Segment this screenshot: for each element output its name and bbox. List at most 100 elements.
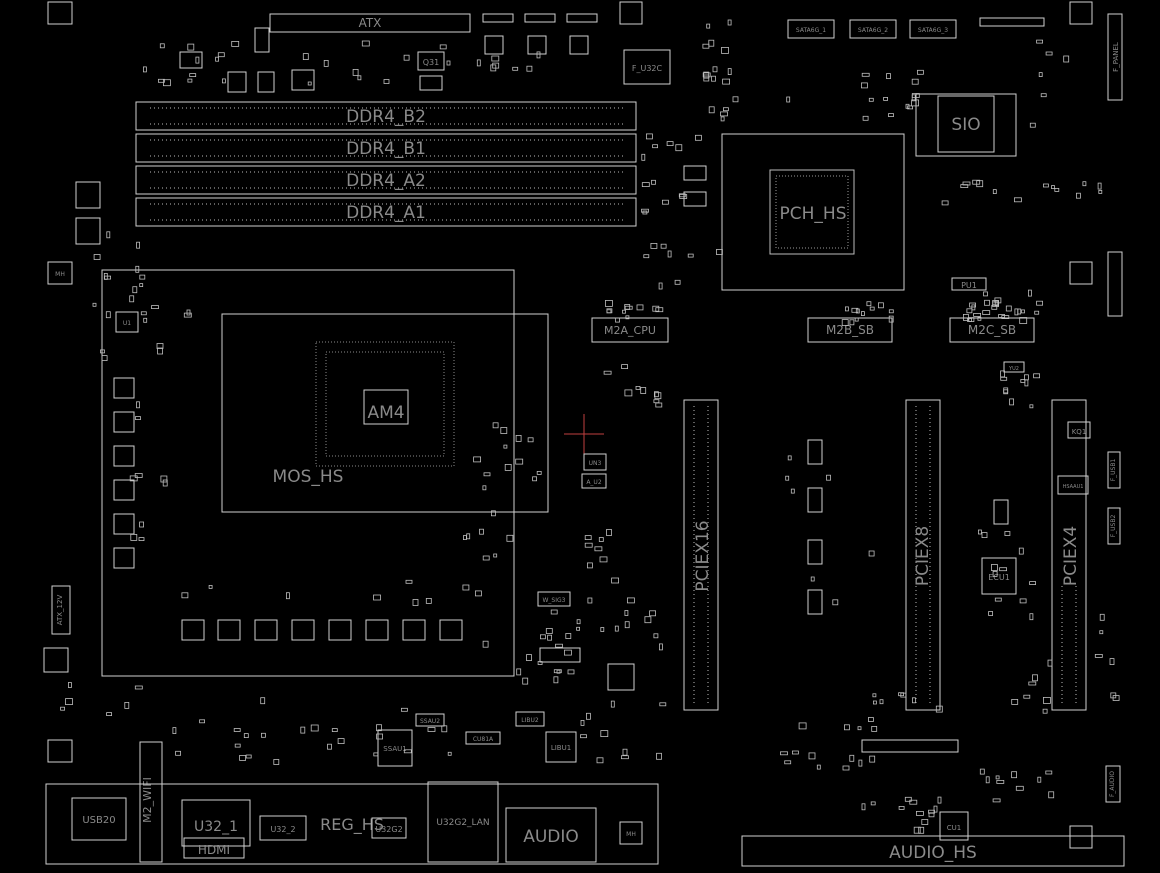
smd-pad: [504, 463, 512, 471]
u1-label: U1: [123, 320, 131, 327]
smd-pad: [383, 79, 390, 84]
smd-pad: [679, 194, 688, 199]
smd-pad: [157, 78, 165, 83]
smd-pad: [879, 699, 884, 705]
smd-pad: [935, 705, 943, 713]
smd-pad: [979, 768, 985, 775]
smd-pad: [1018, 547, 1024, 555]
smd-pad: [1097, 182, 1102, 190]
smd-pad: [1024, 374, 1029, 381]
smd-pad: [584, 535, 592, 540]
smd-pad: [652, 144, 658, 149]
mos-heatsink: MOS_HS: [101, 269, 515, 677]
pu1: PU1 YU2: [951, 277, 1025, 373]
smd-pad: [625, 315, 630, 320]
hsaau1-label: HSAAU1: [1063, 484, 1084, 490]
smd-pad: [136, 401, 140, 409]
smd-pad: [1109, 658, 1115, 665]
smd-pad: [142, 66, 147, 73]
u32-1-label: U32_1: [194, 819, 238, 835]
smd-pad: [503, 444, 508, 449]
smd-pad: [476, 59, 481, 67]
smd-pad: [643, 254, 650, 259]
smd-pad: [911, 78, 919, 85]
smd-pad: [300, 726, 306, 734]
m2c-sb: M2C_SB: [949, 317, 1035, 343]
cu1-label: CU1: [947, 824, 961, 832]
un3-label: UN3: [589, 460, 602, 467]
ddr4-slot-b2: DDR4_B2: [135, 101, 637, 131]
smd-pad: [994, 300, 999, 307]
smd-pad: [658, 282, 663, 290]
smd-pad: [854, 317, 859, 322]
smd-pad: [545, 628, 553, 634]
smd-pad: [273, 759, 280, 765]
chipset-inductors: [807, 439, 823, 615]
smd-pad: [1011, 771, 1017, 779]
smd-pad: [357, 75, 362, 81]
smd-pad: [992, 189, 997, 195]
smd-pad: [580, 734, 587, 739]
un3-chip: UN3 A_U2: [581, 453, 607, 489]
smd-pad: [849, 319, 855, 326]
smd-pad: [138, 537, 145, 541]
smd-pad: [135, 416, 141, 421]
smd-pad: [536, 470, 542, 475]
reg-hs-label: REG_HS: [320, 815, 384, 835]
smd-pad: [1098, 189, 1103, 194]
smd-pad: [826, 474, 831, 481]
smd-pad: [160, 475, 168, 483]
smd-pad: [1099, 613, 1105, 621]
smd-pad: [798, 722, 807, 730]
smd-pad: [243, 733, 249, 738]
smd-pad: [285, 592, 290, 600]
smd-pad: [500, 427, 508, 434]
smd-pad: [978, 529, 982, 535]
smd-pad: [576, 626, 580, 631]
smd-pad: [532, 476, 537, 482]
audio-hs-label: AUDIO_HS: [889, 843, 977, 863]
smd-pad: [352, 69, 359, 76]
smd-pad: [516, 668, 522, 676]
smd-pad: [790, 488, 795, 494]
pu1-label: PU1: [961, 281, 977, 290]
smd-pad: [706, 23, 711, 29]
smd-pad: [103, 272, 108, 280]
smd-pad: [937, 796, 942, 804]
smd-pad: [151, 305, 159, 310]
smd-pad: [233, 728, 241, 732]
smd-pad: [234, 743, 241, 748]
ddr4-slot-a2: DDR4_A2: [135, 165, 637, 195]
smd-pad: [245, 754, 252, 759]
audio-label: AUDIO: [523, 827, 579, 847]
f-u32c-label: F_U32C: [632, 64, 663, 73]
smd-pad: [1021, 309, 1025, 314]
smd-pad: [982, 310, 991, 316]
smd-pad: [483, 472, 491, 477]
smd-pad: [159, 43, 165, 49]
smd-pad: [621, 755, 629, 760]
smd-pad: [712, 66, 718, 73]
smd-pad: [933, 805, 938, 813]
smd-pad: [654, 391, 659, 398]
smd-pad: [172, 727, 177, 734]
smd-pad: [654, 392, 662, 400]
smd-pad: [139, 521, 145, 528]
smd-pad: [994, 597, 1002, 602]
smd-pad: [610, 700, 615, 708]
smd-pad: [231, 41, 240, 47]
smd-pad: [134, 685, 143, 690]
smd-pad: [861, 82, 868, 89]
cu81a-label: CU81A: [473, 736, 494, 743]
smd-pad: [898, 692, 904, 697]
smd-pad: [587, 562, 593, 569]
smd-pad: [995, 775, 1000, 780]
f-usb2-label: F_USB2: [1110, 515, 1117, 538]
yu2-label: YU2: [1008, 366, 1019, 372]
smd-pad: [722, 78, 730, 85]
smd-pad: [606, 309, 612, 314]
sata-1-label: SATA6G_1: [796, 27, 826, 34]
smd-pad: [156, 343, 164, 349]
smd-pad: [656, 752, 662, 760]
ddr4-a1-label: DDR4_A1: [346, 203, 426, 223]
